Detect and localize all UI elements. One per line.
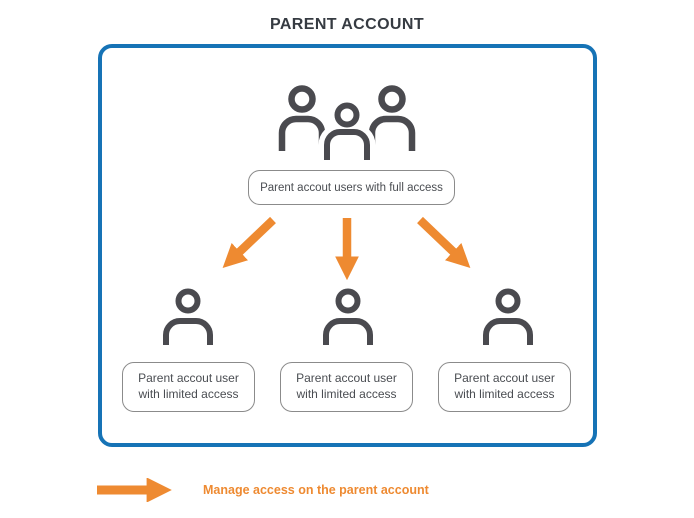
user-icon xyxy=(480,288,536,348)
legend-label: Manage access on the parent account xyxy=(203,483,429,497)
limited-access-label-line2: with limited access xyxy=(138,387,239,401)
limited-access-label-line1: Parent accout user xyxy=(454,371,555,386)
arrow-down-left-icon xyxy=(222,216,276,269)
legend-arrow-icon xyxy=(97,478,172,502)
limited-access-label-line2: with limited access xyxy=(454,387,555,401)
users-group-icon xyxy=(272,82,422,160)
page-title: PARENT ACCOUNT xyxy=(269,16,425,33)
full-access-label: Parent accout users with full access xyxy=(248,170,455,205)
parent-account-box: Parent accout users with full access xyxy=(98,44,597,447)
arrow-down-right-icon xyxy=(417,216,471,269)
limited-access-label-line1: Parent accout user xyxy=(296,371,397,386)
user-icon xyxy=(160,288,216,348)
limited-access-label: Parent accout user with limited access xyxy=(280,362,413,412)
limited-access-label: Parent accout user with limited access xyxy=(122,362,255,412)
user-icon xyxy=(320,288,376,348)
full-access-label-text: Parent accout users with full access xyxy=(260,181,443,194)
limited-access-label: Parent accout user with limited access xyxy=(438,362,571,412)
limited-access-label-line1: Parent accout user xyxy=(138,371,239,386)
limited-access-label-line2: with limited access xyxy=(296,387,397,401)
legend: Manage access on the parent account xyxy=(95,478,429,502)
